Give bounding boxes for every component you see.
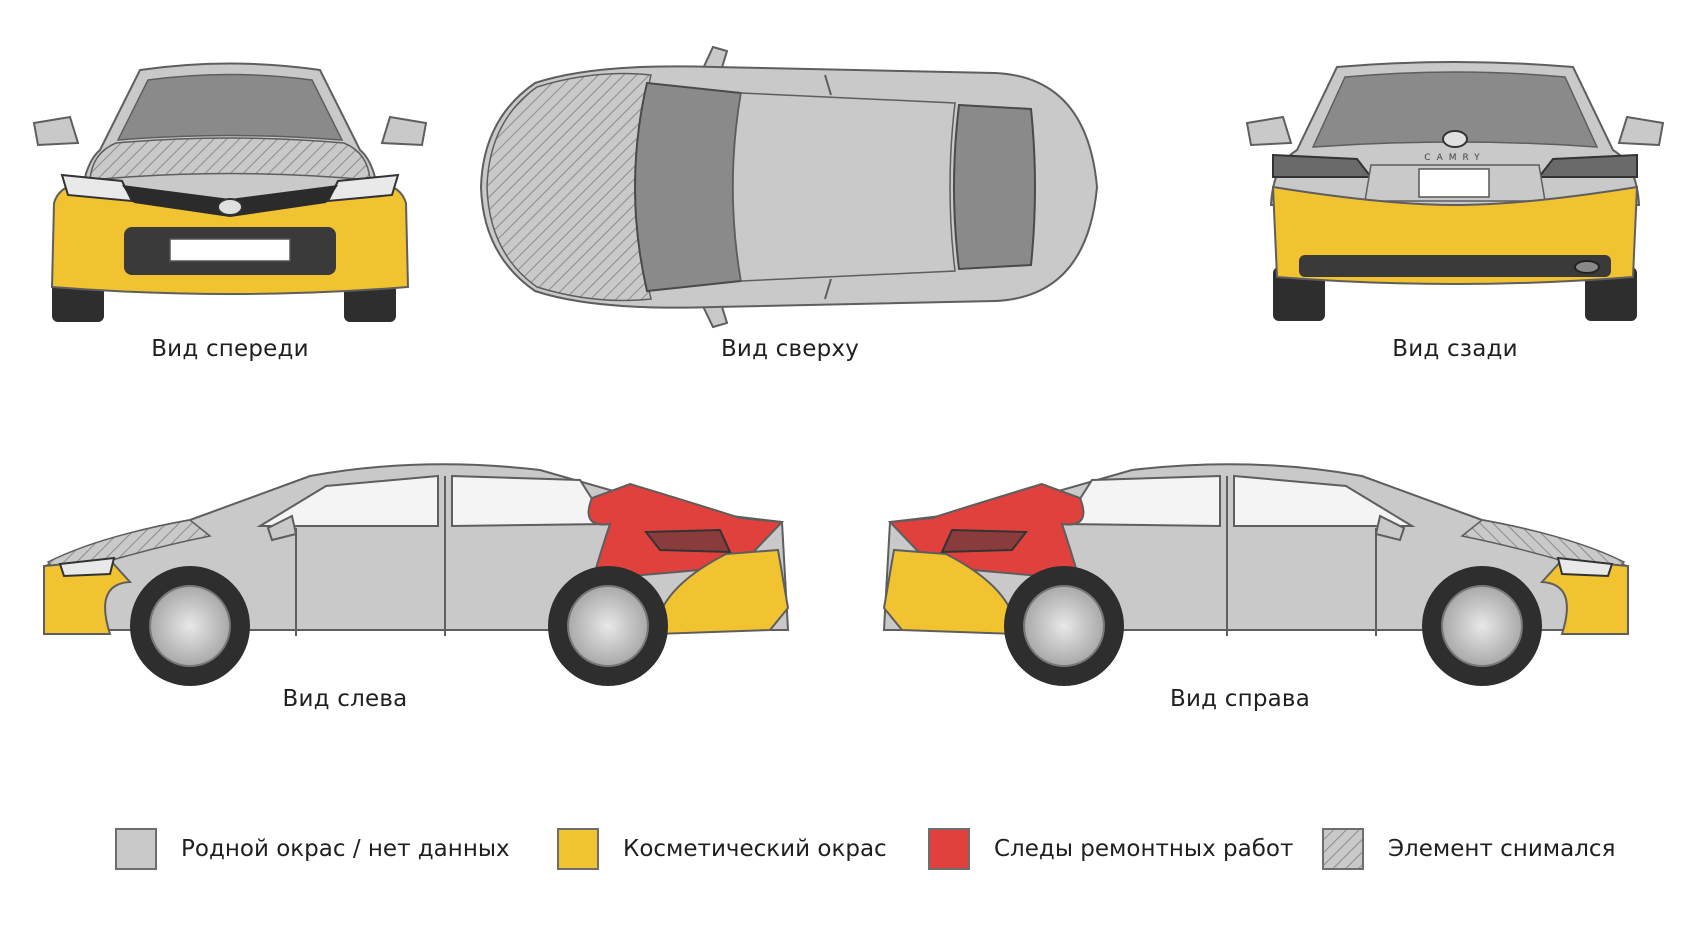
front-view-caption: Вид спереди — [151, 336, 309, 362]
front-right-mirror — [380, 115, 428, 147]
rear-right-taillight — [1536, 153, 1638, 178]
front-left-mirror — [32, 115, 80, 147]
legend-label-cosmetic: Косметический окрас — [623, 836, 887, 862]
top-hood-hatched — [486, 72, 652, 302]
front-windshield — [116, 73, 344, 141]
front-hood-hatched — [89, 137, 371, 181]
top-roof — [732, 92, 956, 282]
left-front-fender-cosmetic — [43, 558, 133, 635]
left-rear-rim — [567, 585, 649, 667]
left-headlight — [58, 556, 116, 578]
legend-swatch-removed — [1322, 828, 1364, 870]
legend-swatch-repair — [928, 828, 970, 870]
front-license-plate — [169, 238, 291, 262]
front-left-headlight — [60, 173, 134, 203]
left-mirror — [266, 514, 298, 542]
right-rear-rim — [1023, 585, 1105, 667]
right-view — [872, 458, 1632, 690]
legend-label-removed: Элемент снимался — [1388, 836, 1616, 862]
left-view-caption: Вид слева — [282, 686, 408, 712]
right-view-caption: Вид справа — [1170, 686, 1310, 712]
toyota-logo-icon — [217, 198, 243, 216]
toyota-logo-icon — [1442, 130, 1468, 148]
rear-left-taillight — [1272, 153, 1374, 178]
front-view — [30, 55, 430, 325]
rear-diffuser — [1299, 255, 1611, 277]
legend-item-cosmetic: Косметический окрас — [557, 826, 887, 872]
rear-right-tire — [1585, 267, 1637, 321]
top-windshield — [634, 81, 743, 293]
right-front-fender-cosmetic — [1539, 558, 1629, 635]
legend-label-original: Родной окрас / нет данных — [181, 836, 510, 862]
top-view-caption: Вид сверху — [720, 336, 860, 362]
left-view — [40, 458, 800, 690]
legend-item-repair: Следы ремонтных работ — [928, 826, 1293, 872]
right-front-window — [1233, 474, 1416, 527]
rear-view-caption: Вид сзади — [1392, 336, 1518, 362]
legend: Родной окрас / нет данных Косметический … — [0, 826, 1693, 876]
right-front-rim — [1441, 585, 1523, 667]
rear-license-plate — [1418, 168, 1490, 198]
right-headlight — [1556, 556, 1614, 578]
rear-window — [1311, 71, 1599, 148]
rear-model-badge: CAMRY — [1424, 153, 1485, 163]
legend-item-original: Родной окрас / нет данных — [115, 826, 510, 872]
top-rear-window — [953, 103, 1036, 271]
legend-item-removed: Элемент снимался — [1322, 826, 1615, 872]
top-view — [475, 45, 1105, 330]
legend-swatch-original — [115, 828, 157, 870]
rear-left-mirror — [1245, 115, 1293, 147]
front-right-headlight — [326, 173, 400, 203]
rear-left-tire — [1273, 267, 1325, 321]
left-front-rim — [149, 585, 231, 667]
legend-label-repair: Следы ремонтных работ — [994, 836, 1294, 862]
rear-exhaust — [1574, 260, 1600, 274]
legend-swatch-cosmetic — [557, 828, 599, 870]
left-taillight — [643, 528, 732, 554]
rear-view: CAMRY — [1245, 55, 1665, 325]
rear-right-mirror — [1617, 115, 1665, 147]
right-taillight — [940, 528, 1029, 554]
left-front-window — [256, 474, 439, 527]
right-mirror — [1374, 514, 1406, 542]
